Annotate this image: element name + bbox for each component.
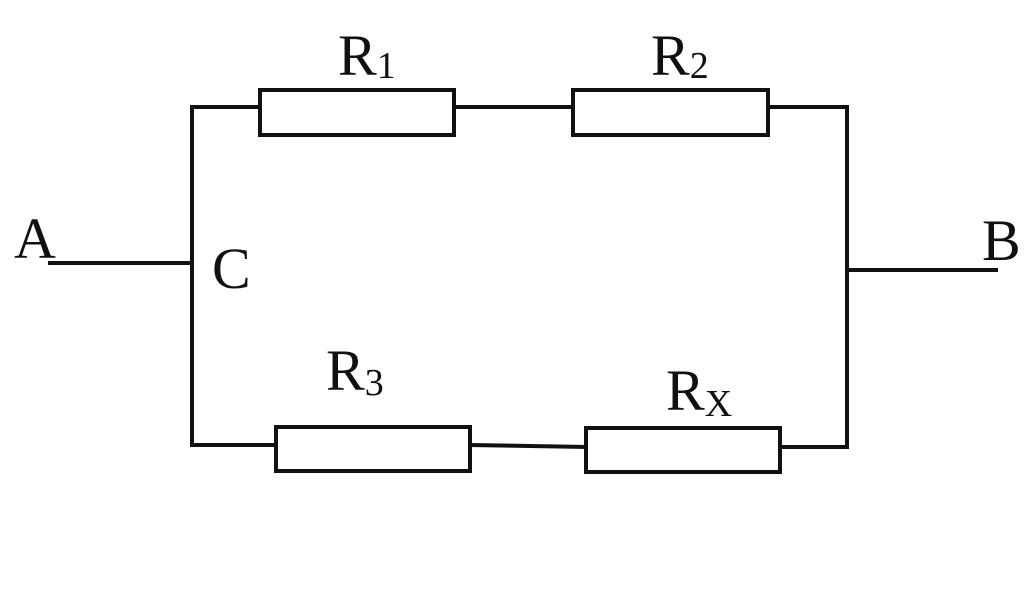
label-r3-letter: R <box>326 338 365 403</box>
label-rx-letter: R <box>666 358 705 423</box>
resistor-rx <box>584 426 782 474</box>
label-r1: R1 <box>338 23 396 88</box>
node-label-b: B <box>982 208 1021 273</box>
resistor-r3 <box>274 425 472 473</box>
label-r1-letter: R <box>338 23 377 88</box>
node-label-c: C <box>212 236 251 301</box>
resistor-r2 <box>571 88 770 137</box>
label-r3: R3 <box>326 338 384 404</box>
label-r3-subscript: 3 <box>365 362 384 404</box>
label-r1-subscript: 1 <box>377 45 396 87</box>
label-rx: RX <box>666 358 732 425</box>
label-r2: R2 <box>651 23 709 88</box>
label-r2-subscript: 2 <box>690 45 709 87</box>
resistor-r1 <box>258 88 456 137</box>
wire-bottom-middle <box>467 442 589 450</box>
node-label-a: A <box>14 206 56 271</box>
label-rx-subscript: X <box>705 383 732 425</box>
label-r2-letter: R <box>651 23 690 88</box>
